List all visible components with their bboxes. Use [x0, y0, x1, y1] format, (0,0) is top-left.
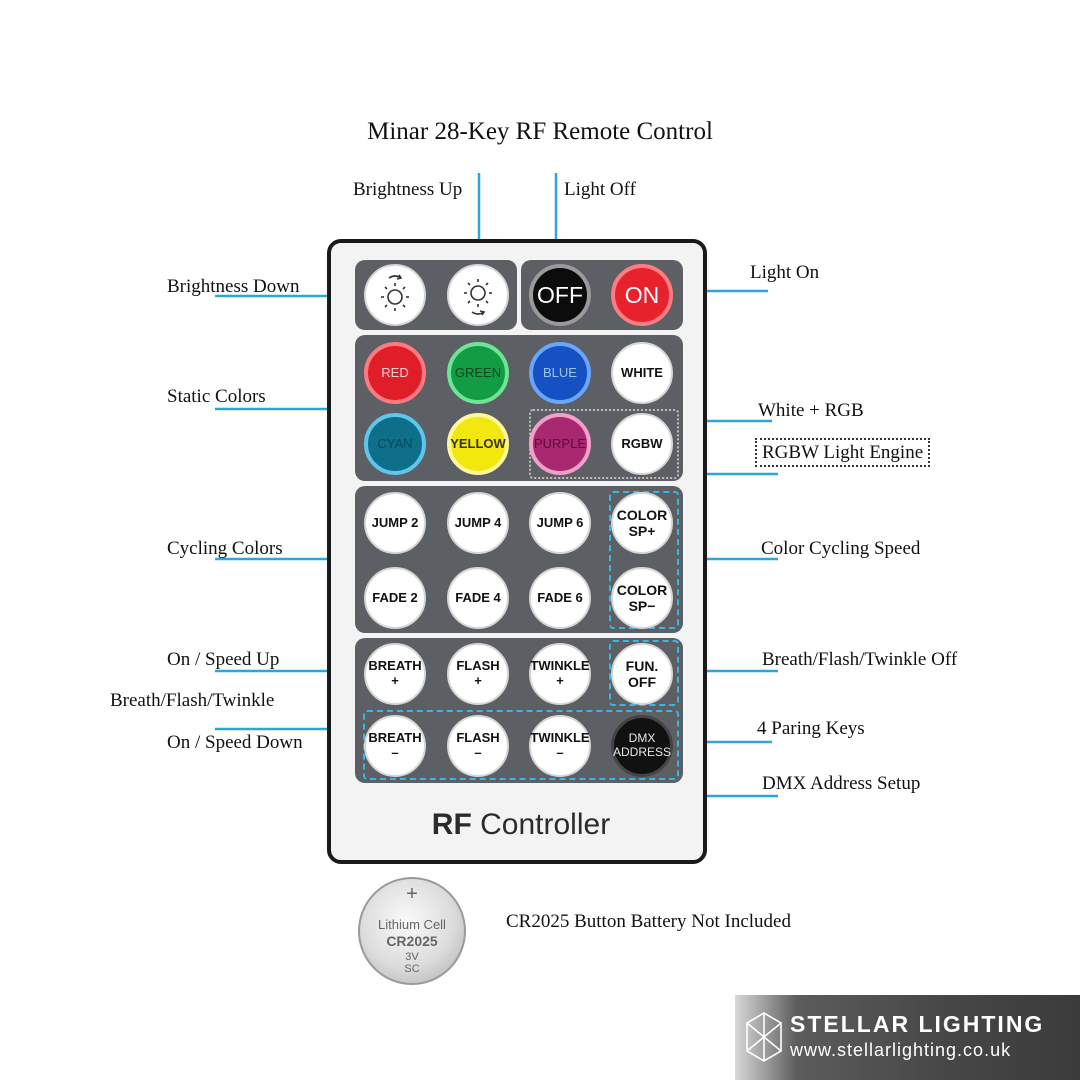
- rf-remote: OFF ON RED GREEN BLUE WHITE CYAN YELLOW …: [327, 239, 707, 864]
- color-speed-up-line2: SP+: [628, 523, 656, 539]
- jump2-button[interactable]: JUMP 2: [364, 492, 426, 554]
- breath-down-sign: –: [391, 745, 399, 760]
- flash-down-label: FLASH: [456, 730, 500, 746]
- breath-down-label: BREATH: [368, 730, 422, 746]
- remote-brand: RF Controller: [333, 808, 709, 842]
- diagram-title: Minar 28-Key RF Remote Control: [367, 118, 713, 145]
- white-button[interactable]: WHITE: [611, 342, 673, 404]
- fade6-button[interactable]: FADE 6: [529, 567, 591, 629]
- rgbw-button[interactable]: RGBW: [611, 413, 673, 475]
- breath-up-label: BREATH: [368, 658, 422, 674]
- battery-small-print: 3V SC: [360, 951, 464, 975]
- twinkle-up-sign: +: [556, 673, 564, 688]
- logo-url[interactable]: www.stellarlighting.co.uk: [790, 1040, 1012, 1060]
- fun-off-line2: OFF: [628, 674, 656, 690]
- label-breath-flash-twinkle: Breath/Flash/Twinkle: [110, 690, 275, 711]
- logo-name: STELLAR LIGHTING: [790, 1011, 1045, 1037]
- breath-down-button[interactable]: BREATH –: [364, 715, 426, 777]
- color-speed-up-line1: COLOR: [616, 506, 668, 523]
- label-dmx-setup: DMX Address Setup: [762, 773, 921, 794]
- yellow-button[interactable]: YELLOW: [447, 413, 509, 475]
- flash-down-sign: –: [474, 745, 482, 760]
- twinkle-down-button[interactable]: TWINKLE –: [529, 715, 591, 777]
- label-on-speed-down: On / Speed Down: [167, 732, 303, 753]
- label-light-off: Light Off: [564, 179, 636, 200]
- purple-button[interactable]: PURPLE: [529, 413, 591, 475]
- label-brightness-up: Brightness Up: [353, 179, 463, 200]
- cyan-button[interactable]: CYAN: [364, 413, 426, 475]
- dmx-line1: DMX: [628, 731, 656, 746]
- color-speed-up-button[interactable]: COLOR SP+: [611, 492, 673, 554]
- brand-controller: Controller: [480, 808, 611, 841]
- brightness-up-icon: [464, 279, 492, 316]
- green-button[interactable]: GREEN: [447, 342, 509, 404]
- battery-line2: CR2025: [386, 933, 438, 949]
- breath-up-sign: +: [391, 673, 399, 688]
- twinkle-up-label: TWINKLE: [530, 658, 590, 674]
- label-color-cycling-speed: Color Cycling Speed: [761, 538, 921, 559]
- label-battery-note: CR2025 Button Battery Not Included: [506, 911, 791, 932]
- coin-battery: + Lithium Cell CR2025 3V SC: [358, 877, 466, 985]
- twinkle-up-button[interactable]: TWINKLE +: [529, 643, 591, 705]
- on-button[interactable]: ON: [611, 264, 673, 326]
- label-brightness-down: Brightness Down: [167, 276, 300, 297]
- label-white-rgb: White + RGB: [758, 400, 864, 421]
- flash-up-button[interactable]: FLASH +: [447, 643, 509, 705]
- twinkle-down-sign: –: [556, 745, 564, 760]
- blue-button[interactable]: BLUE: [529, 342, 591, 404]
- battery-code: SC: [404, 963, 420, 976]
- fade2-button[interactable]: FADE 2: [364, 567, 426, 629]
- battery-plus-sign: +: [406, 883, 418, 905]
- label-static-colors: Static Colors: [167, 386, 266, 407]
- brightness-down-icon: [381, 274, 409, 311]
- fun-off-outline: [609, 640, 679, 706]
- brightness-down-button[interactable]: [364, 264, 426, 326]
- jump4-button[interactable]: JUMP 4: [447, 492, 509, 554]
- label-rgbw-engine: RGBW Light Engine: [755, 438, 931, 467]
- label-on-speed-up: On / Speed Up: [167, 649, 280, 670]
- flash-down-button[interactable]: FLASH –: [447, 715, 509, 777]
- brand-rf: RF: [431, 808, 472, 841]
- label-bft-off: Breath/Flash/Twinkle Off: [762, 649, 958, 670]
- color-speed-down-line1: COLOR: [616, 581, 668, 598]
- logo-cube-icon: [746, 1012, 782, 1062]
- flash-up-label: FLASH: [456, 658, 500, 674]
- brightness-up-button[interactable]: [447, 264, 509, 326]
- fun-off-button[interactable]: FUN. OFF: [611, 643, 673, 705]
- stellar-lighting-logo: STELLAR LIGHTING www.stellarlighting.co.…: [735, 995, 1080, 1080]
- color-speed-down-line2: SP−: [628, 598, 656, 614]
- flash-up-sign: +: [474, 673, 482, 688]
- breath-up-button[interactable]: BREATH +: [364, 643, 426, 705]
- off-button[interactable]: OFF: [529, 264, 591, 326]
- label-light-on: Light On: [750, 262, 820, 283]
- fun-off-line1: FUN.: [625, 657, 659, 674]
- color-speed-down-button[interactable]: COLOR SP−: [611, 567, 673, 629]
- battery-voltage: 3V: [405, 951, 419, 963]
- dmx-address-button[interactable]: DMX ADDRESS: [611, 715, 673, 777]
- twinkle-down-label: TWINKLE: [530, 730, 590, 746]
- jump6-button[interactable]: JUMP 6: [529, 492, 591, 554]
- battery-line1: Lithium Cell: [378, 917, 446, 932]
- label-cycling-colors: Cycling Colors: [167, 538, 283, 559]
- fade4-button[interactable]: FADE 4: [447, 567, 509, 629]
- label-paring-keys: 4 Paring Keys: [757, 718, 865, 739]
- dmx-line2: ADDRESS: [613, 745, 672, 759]
- red-button[interactable]: RED: [364, 342, 426, 404]
